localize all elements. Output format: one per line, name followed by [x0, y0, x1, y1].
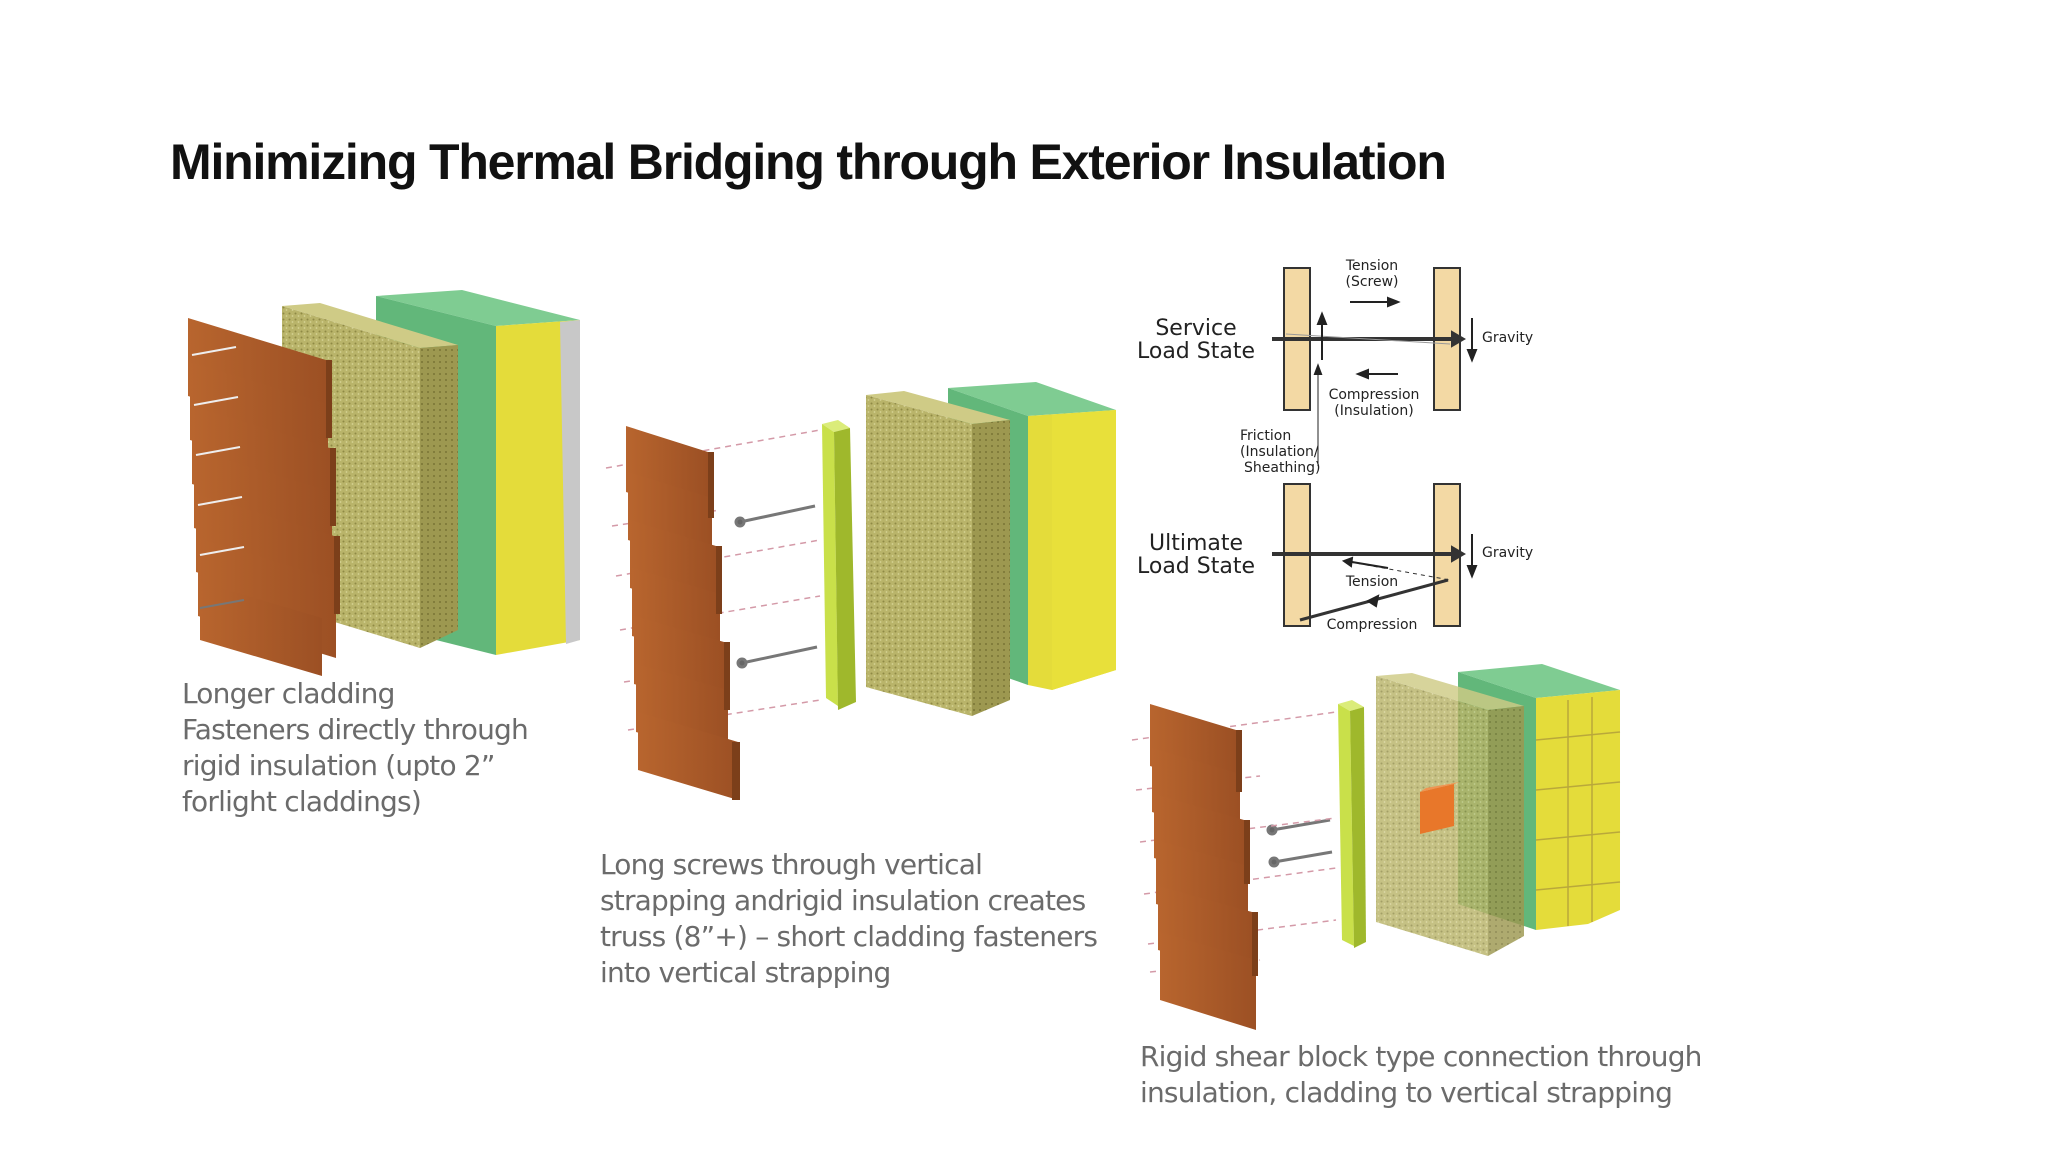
- compression-insulation-label-2: (Insulation): [1334, 403, 1413, 419]
- option2-illustration: [605, 382, 1116, 800]
- option3-illustration: [1131, 664, 1621, 1030]
- vertical-strapping-3: [1338, 700, 1366, 948]
- caption-line: insulation, cladding to vertical strappi…: [1140, 1076, 1673, 1109]
- tension-screw-label-1: Tension: [1345, 258, 1398, 274]
- shear-block-3: [1420, 782, 1460, 834]
- tension-label: Tension: [1345, 574, 1398, 590]
- screws-3: [1266, 818, 1333, 868]
- friction-label-2: (Insulation/: [1240, 444, 1319, 460]
- caption-line: strapping andrigid insulation creates: [600, 884, 1086, 917]
- page-title: Minimizing Thermal Bridging through Exte…: [170, 134, 1447, 190]
- gravity-label-ultimate: Gravity: [1482, 545, 1533, 561]
- caption-line: Rigid shear block type connection throug…: [1140, 1040, 1702, 1073]
- long-screws-2: [734, 504, 818, 669]
- service-screw: [1272, 330, 1466, 348]
- friction-label-1: Friction: [1240, 428, 1291, 444]
- service-label-1: Service: [1155, 316, 1236, 341]
- caption-line: rigid insulation (upto 2”: [182, 749, 495, 782]
- compression-insulation-label-1: Compression: [1329, 387, 1420, 403]
- tension-screw-label-2: (Screw): [1345, 274, 1398, 290]
- svg-text:Load State: Load State: [1137, 554, 1255, 579]
- caption-line: Long screws through vertical: [600, 848, 983, 881]
- svg-text:Service: Service: [1155, 316, 1236, 341]
- cladding-boards-2: [626, 426, 740, 800]
- vertical-strapping-2: [822, 420, 856, 710]
- compression-label: Compression: [1327, 617, 1418, 633]
- gravity-label-service: Gravity: [1482, 330, 1533, 346]
- svg-text:Ultimate: Ultimate: [1149, 531, 1243, 556]
- service-label-2: Load State: [1137, 339, 1255, 364]
- cladding-boards-3: [1150, 704, 1258, 1030]
- load-state-diagram: Service Load State Ultimate Load State T…: [1137, 258, 1533, 633]
- option1-caption: Longer cladding Fasteners directly throu…: [182, 676, 529, 820]
- svg-text:Load State: Load State: [1137, 339, 1255, 364]
- insulation-panel-2: [866, 391, 1010, 716]
- ultimate-label-2: Load State: [1137, 554, 1255, 579]
- caption-line: into vertical strapping: [600, 956, 891, 989]
- option1-illustration: [188, 290, 580, 676]
- caption-line: truss (8”+) – short cladding fasteners: [600, 920, 1098, 953]
- ultimate-label-1: Ultimate: [1149, 531, 1243, 556]
- cladding-boards-1: [188, 318, 340, 676]
- caption-line: Longer cladding: [182, 677, 395, 710]
- option3-caption: Rigid shear block type connection throug…: [1140, 1039, 1702, 1111]
- friction-label-3: Sheathing): [1244, 460, 1320, 476]
- caption-line: Fasteners directly through: [182, 713, 529, 746]
- caption-line: forlight claddings): [182, 785, 422, 818]
- option2-caption: Long screws through vertical strapping a…: [600, 847, 1098, 991]
